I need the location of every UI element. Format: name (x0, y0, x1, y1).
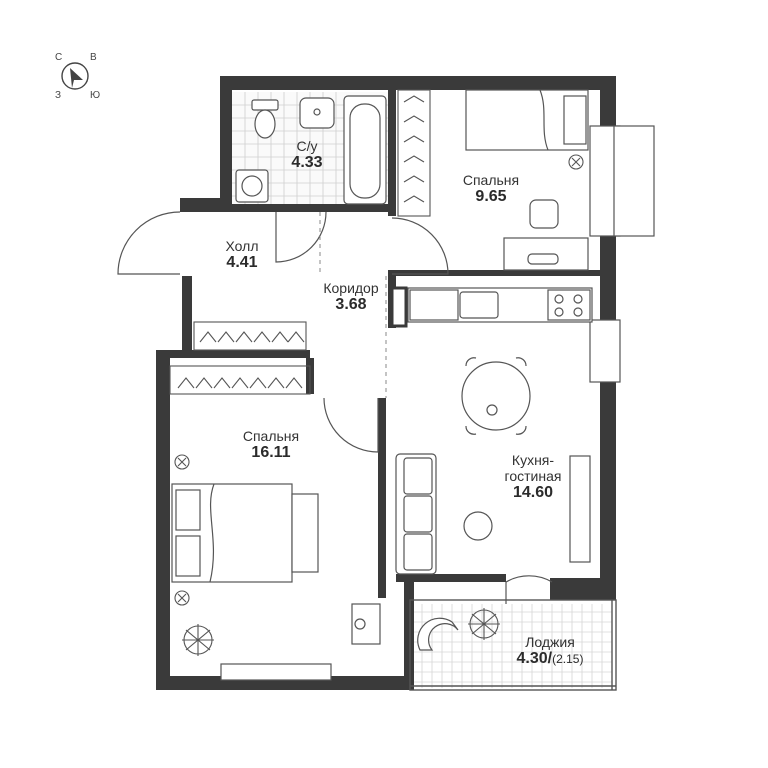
dashed-lines (319, 212, 387, 398)
washing-machine-icon (235, 169, 269, 203)
room-name: Лоджия (525, 634, 575, 650)
room-label-bedroom-small: Спальня 9.65 (456, 172, 526, 206)
sink-icon (299, 97, 335, 129)
sofa-icon (395, 453, 437, 575)
room-name-line1: Кухня- (511, 452, 555, 468)
room-area: 3.68 (335, 296, 367, 314)
tv-unit-icon (569, 455, 591, 563)
windows (220, 125, 655, 681)
socket-icon (174, 454, 190, 606)
room-label-kitchen: Кухня- гостиная 14.60 (496, 452, 570, 503)
dining-table-icon (461, 357, 531, 435)
compass-north-label: С (55, 52, 63, 63)
room-name-line2: гостиная (504, 468, 562, 485)
room-name: С/у (296, 138, 318, 154)
room-area-line: 4.30/(2.15) (516, 650, 584, 668)
desk-icon (503, 237, 589, 271)
room-name: Спальня (242, 428, 300, 444)
double-bed-icon (171, 483, 319, 583)
room-label-loggia: Лоджия 4.30/(2.15) (500, 634, 600, 668)
room-label-bathroom: С/у 4.33 (282, 138, 332, 172)
bathtub-icon (343, 95, 387, 205)
door-swings (117, 211, 553, 604)
bed-icon (465, 89, 589, 151)
plant-icon (182, 608, 500, 656)
room-name: Коридор (323, 280, 379, 296)
kitchen-counter (407, 287, 593, 323)
compass-east-label: В (90, 52, 97, 63)
room-area: 14.60 (512, 484, 554, 502)
compass-icon (61, 62, 89, 90)
room-label-bedroom-large: Спальня 16.11 (236, 428, 306, 462)
room-area: 16.11 (251, 444, 291, 462)
armchair-icon (417, 617, 459, 651)
wardrobe-icon (397, 89, 431, 217)
chair-icon (529, 199, 559, 229)
compass-south-label: Ю (90, 90, 101, 101)
nightstand-icon (351, 603, 381, 645)
socket-icon (568, 154, 584, 170)
loggia-outline (409, 599, 617, 691)
room-area: 4.30 (516, 650, 548, 668)
coffee-table-icon (463, 511, 493, 541)
fridge-icon (390, 286, 408, 328)
room-name: Холл (225, 238, 259, 254)
room-area: 9.65 (475, 188, 507, 206)
room-area: 4.33 (291, 154, 323, 172)
room-area-reduced: (2.15) (552, 652, 584, 667)
room-name: Спальня (462, 172, 520, 188)
wardrobe-icon (169, 321, 311, 395)
toilet-icon (251, 99, 279, 139)
room-label-hall: Холл 4.41 (214, 238, 270, 272)
room-area: 4.41 (226, 254, 258, 272)
room-label-corridor: Коридор 3.68 (314, 280, 388, 314)
compass-west-label: З (55, 90, 62, 101)
